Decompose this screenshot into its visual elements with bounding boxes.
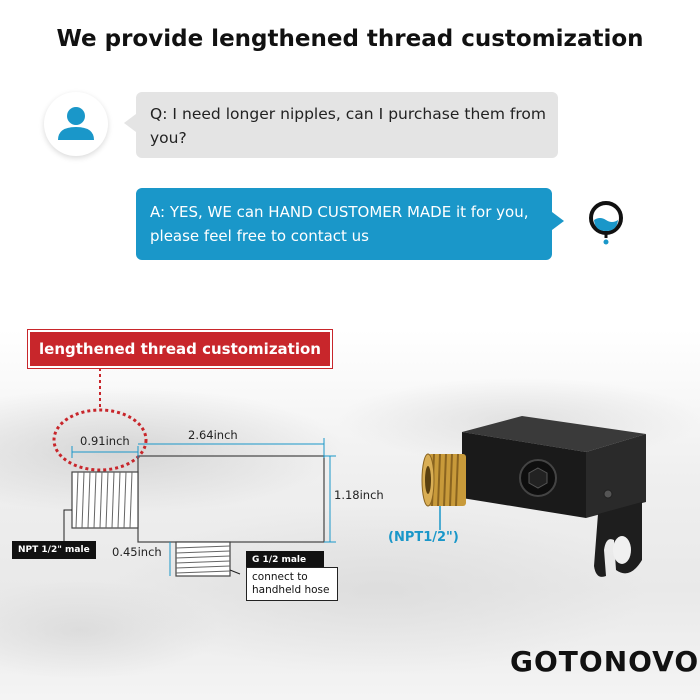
thread-length-label: 0.91inch: [80, 434, 130, 448]
npt-male-tag: NPT 1/2" male: [12, 541, 96, 559]
outlet-length-label: 0.45inch: [112, 545, 162, 559]
body-height-label: 1.18inch: [334, 488, 384, 502]
customization-banner: lengthened thread customization: [27, 329, 333, 369]
user-avatar: [44, 92, 108, 156]
dimension-diagram: [52, 368, 336, 577]
npt-callout: (NPT1/2"): [388, 530, 459, 545]
user-icon: [58, 107, 94, 140]
water-drop-icon: [589, 201, 623, 245]
question-bubble: Q: I need longer nipples, can I purchase…: [124, 92, 558, 158]
brand-logo: GOTONOVO: [510, 645, 700, 678]
g-male-tag: G 1/2 male: [246, 551, 324, 569]
g-male-description: connect to handheld hose: [246, 567, 338, 601]
body-length-label: 2.64inch: [188, 428, 238, 442]
shower-bracket-product: [421, 416, 646, 577]
answer-bubble: A: YES, WE can HAND CUSTOMER MADE it for…: [136, 188, 564, 260]
page-title: We provide lengthened thread customizati…: [56, 26, 644, 52]
